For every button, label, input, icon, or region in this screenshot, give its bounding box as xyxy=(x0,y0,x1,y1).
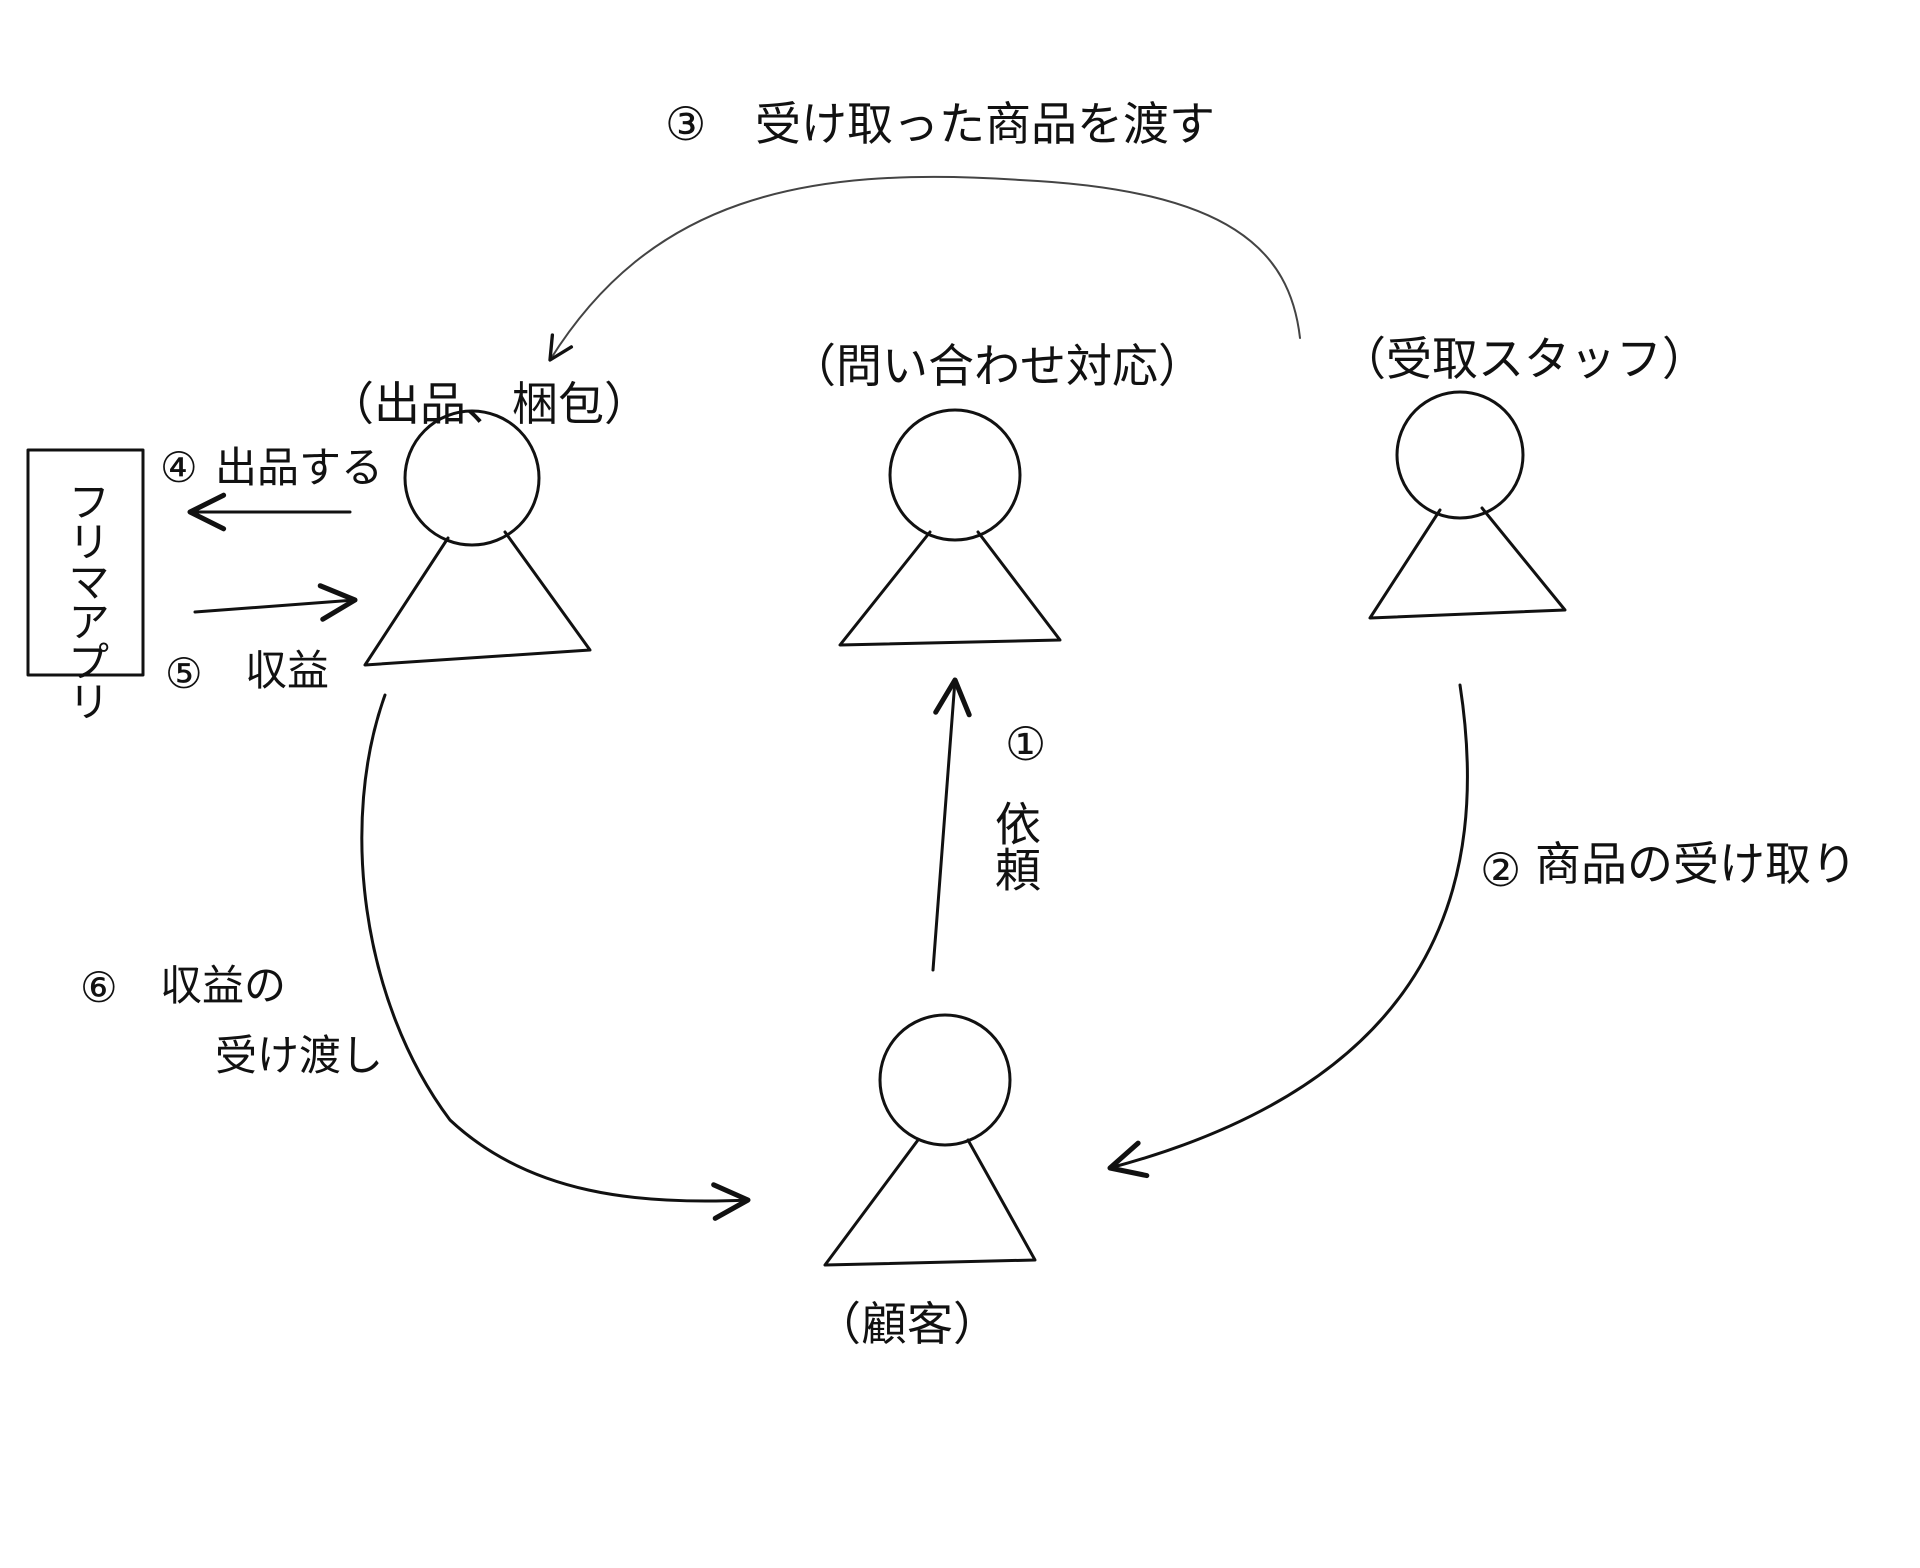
role-label-pickup: （受取スタッフ） xyxy=(1340,332,1708,386)
step-1-number: ① xyxy=(1005,717,1046,771)
role-label-inquiry: （問い合わせ対応） xyxy=(790,339,1204,393)
person-listing-head xyxy=(403,409,541,547)
app-box-label: フリマアプリ xyxy=(62,480,111,720)
person-customer-head xyxy=(878,1013,1012,1147)
person-customer xyxy=(823,1013,1037,1267)
person-pickup-body xyxy=(1368,506,1567,620)
arrow-1-request xyxy=(931,677,972,972)
person-inquiry xyxy=(838,408,1062,647)
step-6-label-line-1: 収益の xyxy=(160,961,286,1010)
step-1-label: 依頼 xyxy=(988,800,1042,892)
person-pickup xyxy=(1368,390,1567,620)
person-inquiry-body xyxy=(838,530,1062,647)
step-4-label: 出品する xyxy=(215,443,383,492)
person-pickup-head xyxy=(1395,390,1525,520)
step-3-label: 受け取った商品を渡す xyxy=(755,97,1215,151)
step-5-number: ⑤ xyxy=(165,649,203,698)
role-label-customer: （顧客） xyxy=(815,1297,999,1351)
arrow-3-pass-goods xyxy=(548,175,1301,362)
arrow-6-revenue-handover xyxy=(360,693,751,1221)
step-2-number: ② xyxy=(1480,843,1521,897)
step-3-number: ③ xyxy=(665,97,706,151)
person-customer-body xyxy=(823,1138,1037,1267)
step-2-label: 商品の受け取り xyxy=(1535,837,1857,891)
step-6-label-line-2: 受け渡し xyxy=(215,1031,383,1080)
role-label-listing: （出品、梱包） xyxy=(328,377,650,431)
step-4-number: ④ xyxy=(160,443,198,492)
step-6-number: ⑥ xyxy=(80,963,118,1012)
person-listing-body xyxy=(363,530,592,667)
person-listing xyxy=(363,409,592,667)
arrow-5-revenue xyxy=(193,583,358,622)
step-5-label: 収益 xyxy=(245,646,329,695)
flea-market-app-box xyxy=(26,448,145,677)
person-inquiry-head xyxy=(888,408,1022,542)
arrow-2-receive-goods xyxy=(1107,683,1469,1179)
